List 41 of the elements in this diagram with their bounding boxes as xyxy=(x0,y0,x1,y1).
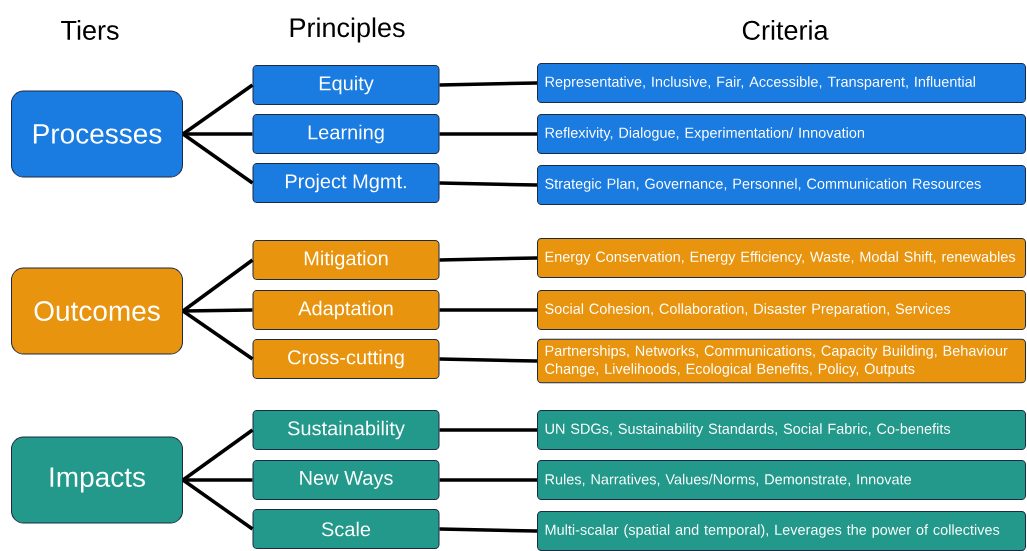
criteria-box: Strategic Plan, Governance, Personnel, Communication Resources xyxy=(537,165,1026,205)
principle-box: New Ways xyxy=(252,460,440,500)
connector-line xyxy=(439,256,538,262)
connector-line xyxy=(183,478,253,482)
connector-line xyxy=(439,357,538,363)
connector-line xyxy=(439,81,538,87)
connector-line xyxy=(439,308,537,312)
criteria-box: Energy Conservation, Energy Efficiency, Waste, Modal Shift, renewables xyxy=(537,238,1026,278)
principle-box: Equity xyxy=(252,65,440,105)
connector-line xyxy=(439,527,538,533)
connector-line xyxy=(182,309,254,361)
column-heading: Criteria xyxy=(742,20,829,40)
criteria-box: Reflexivity, Dialogue, Experimentation/ Innovation xyxy=(537,114,1026,154)
column-heading: Tiers xyxy=(61,20,119,40)
connector-line xyxy=(182,83,254,136)
principle-box: Project Mgmt. xyxy=(252,163,440,203)
connector-line xyxy=(182,132,254,185)
connector-line xyxy=(439,428,537,432)
criteria-box: Multi-scalar (spatial and temporal), Leverages the power of collectives xyxy=(537,511,1026,551)
tier-box: Outcomes xyxy=(11,267,183,355)
principle-box: Learning xyxy=(252,114,440,154)
connector-line xyxy=(439,181,538,187)
connector-line xyxy=(181,258,254,313)
tier-box: Impacts xyxy=(11,436,183,524)
connector-line xyxy=(183,132,253,136)
tier-box: Processes xyxy=(11,90,183,178)
connector-line xyxy=(181,428,254,482)
criteria-box: UN SDGs, Sustainability Standards, Social Fabric, Co-benefits xyxy=(537,410,1026,450)
criteria-box: Rules, Narratives, Values/Norms, Demonstrate, Innovate xyxy=(537,460,1026,500)
criteria-box: Partnerships, Networks, Communications, Capacity Building, Behaviour Change, Livelihoods, Ecological Benefits, Policy, Outputs xyxy=(537,338,1026,384)
column-heading: Principles xyxy=(290,17,405,43)
principle-box: Mitigation xyxy=(252,240,440,280)
connector-line xyxy=(182,478,254,531)
principle-box: Sustainability xyxy=(252,410,440,450)
criteria-box: Social Cohesion, Collaboration, Disaster Preparation, Services xyxy=(537,290,1026,330)
principle-box: Adaptation xyxy=(252,290,440,330)
principle-box: Scale xyxy=(252,509,440,549)
connector-line xyxy=(439,132,537,136)
connector-line xyxy=(439,478,537,482)
criteria-box: Representative, Inclusive, Fair, Accessible, Transparent, Influential xyxy=(537,63,1026,103)
principle-box: Cross-cutting xyxy=(252,339,440,379)
